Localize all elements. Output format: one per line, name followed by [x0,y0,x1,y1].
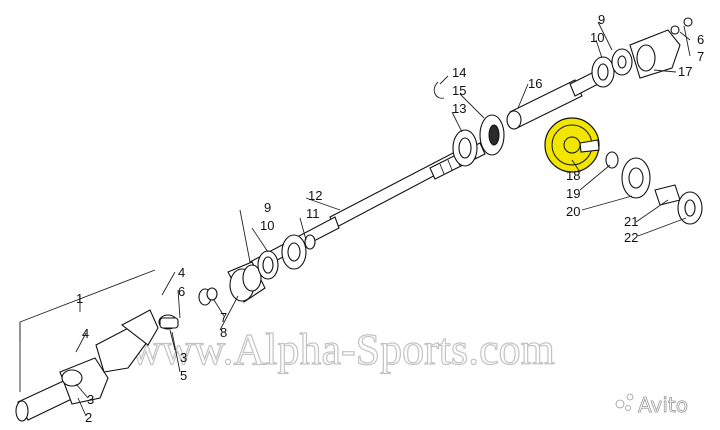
avito-badge: Avito [615,393,688,417]
highlighted-gear [544,117,600,173]
avito-text: Avito [638,393,688,417]
callout-12: 12 [308,188,322,203]
callout-10-right: 10 [590,30,604,45]
callout-17: 17 [678,64,692,79]
callout-8: 8 [220,325,227,340]
callout-20: 20 [566,204,580,219]
callout-11: 11 [306,206,320,221]
callout-6-left: 6 [178,284,185,299]
avito-logo-icon [615,399,625,409]
callout-5: 5 [180,368,187,383]
callout-13: 13 [452,101,466,116]
callout-21: 21 [624,214,638,229]
leader-lines [19,21,691,417]
watermark-text: www.Alpha-Sports.com [130,325,555,374]
bearing-set-right [605,151,703,225]
callout-labels: 1 2 3 3 4 4 5 6 6 7 7 8 9 9 10 10 11 12 … [76,12,704,425]
callout-18: 18 [566,168,580,183]
pinion-assembly [433,81,505,167]
callout-15: 15 [452,83,466,98]
callout-1: 1 [76,291,83,306]
callout-7-right: 7 [697,49,704,64]
callout-9-right: 9 [598,12,605,27]
yoke-assembly [15,287,218,422]
housing-assembly [591,17,693,88]
callout-3-upper: 3 [180,350,187,365]
callout-10-left: 10 [260,218,274,233]
callout-2: 2 [85,410,92,425]
callout-4-upper: 4 [178,265,185,280]
output-shaft [506,69,603,130]
callout-19: 19 [566,186,580,201]
callout-22: 22 [624,230,638,245]
callout-4-lower: 4 [82,326,89,341]
callout-6-right: 6 [697,32,704,47]
callout-3-lower: 3 [87,392,94,407]
callout-14: 14 [452,65,466,80]
callout-9-left: 9 [264,200,271,215]
bearing-set-left [257,234,316,280]
callout-16: 16 [528,76,542,91]
callout-7-left: 7 [220,310,227,325]
coupler [227,261,266,303]
